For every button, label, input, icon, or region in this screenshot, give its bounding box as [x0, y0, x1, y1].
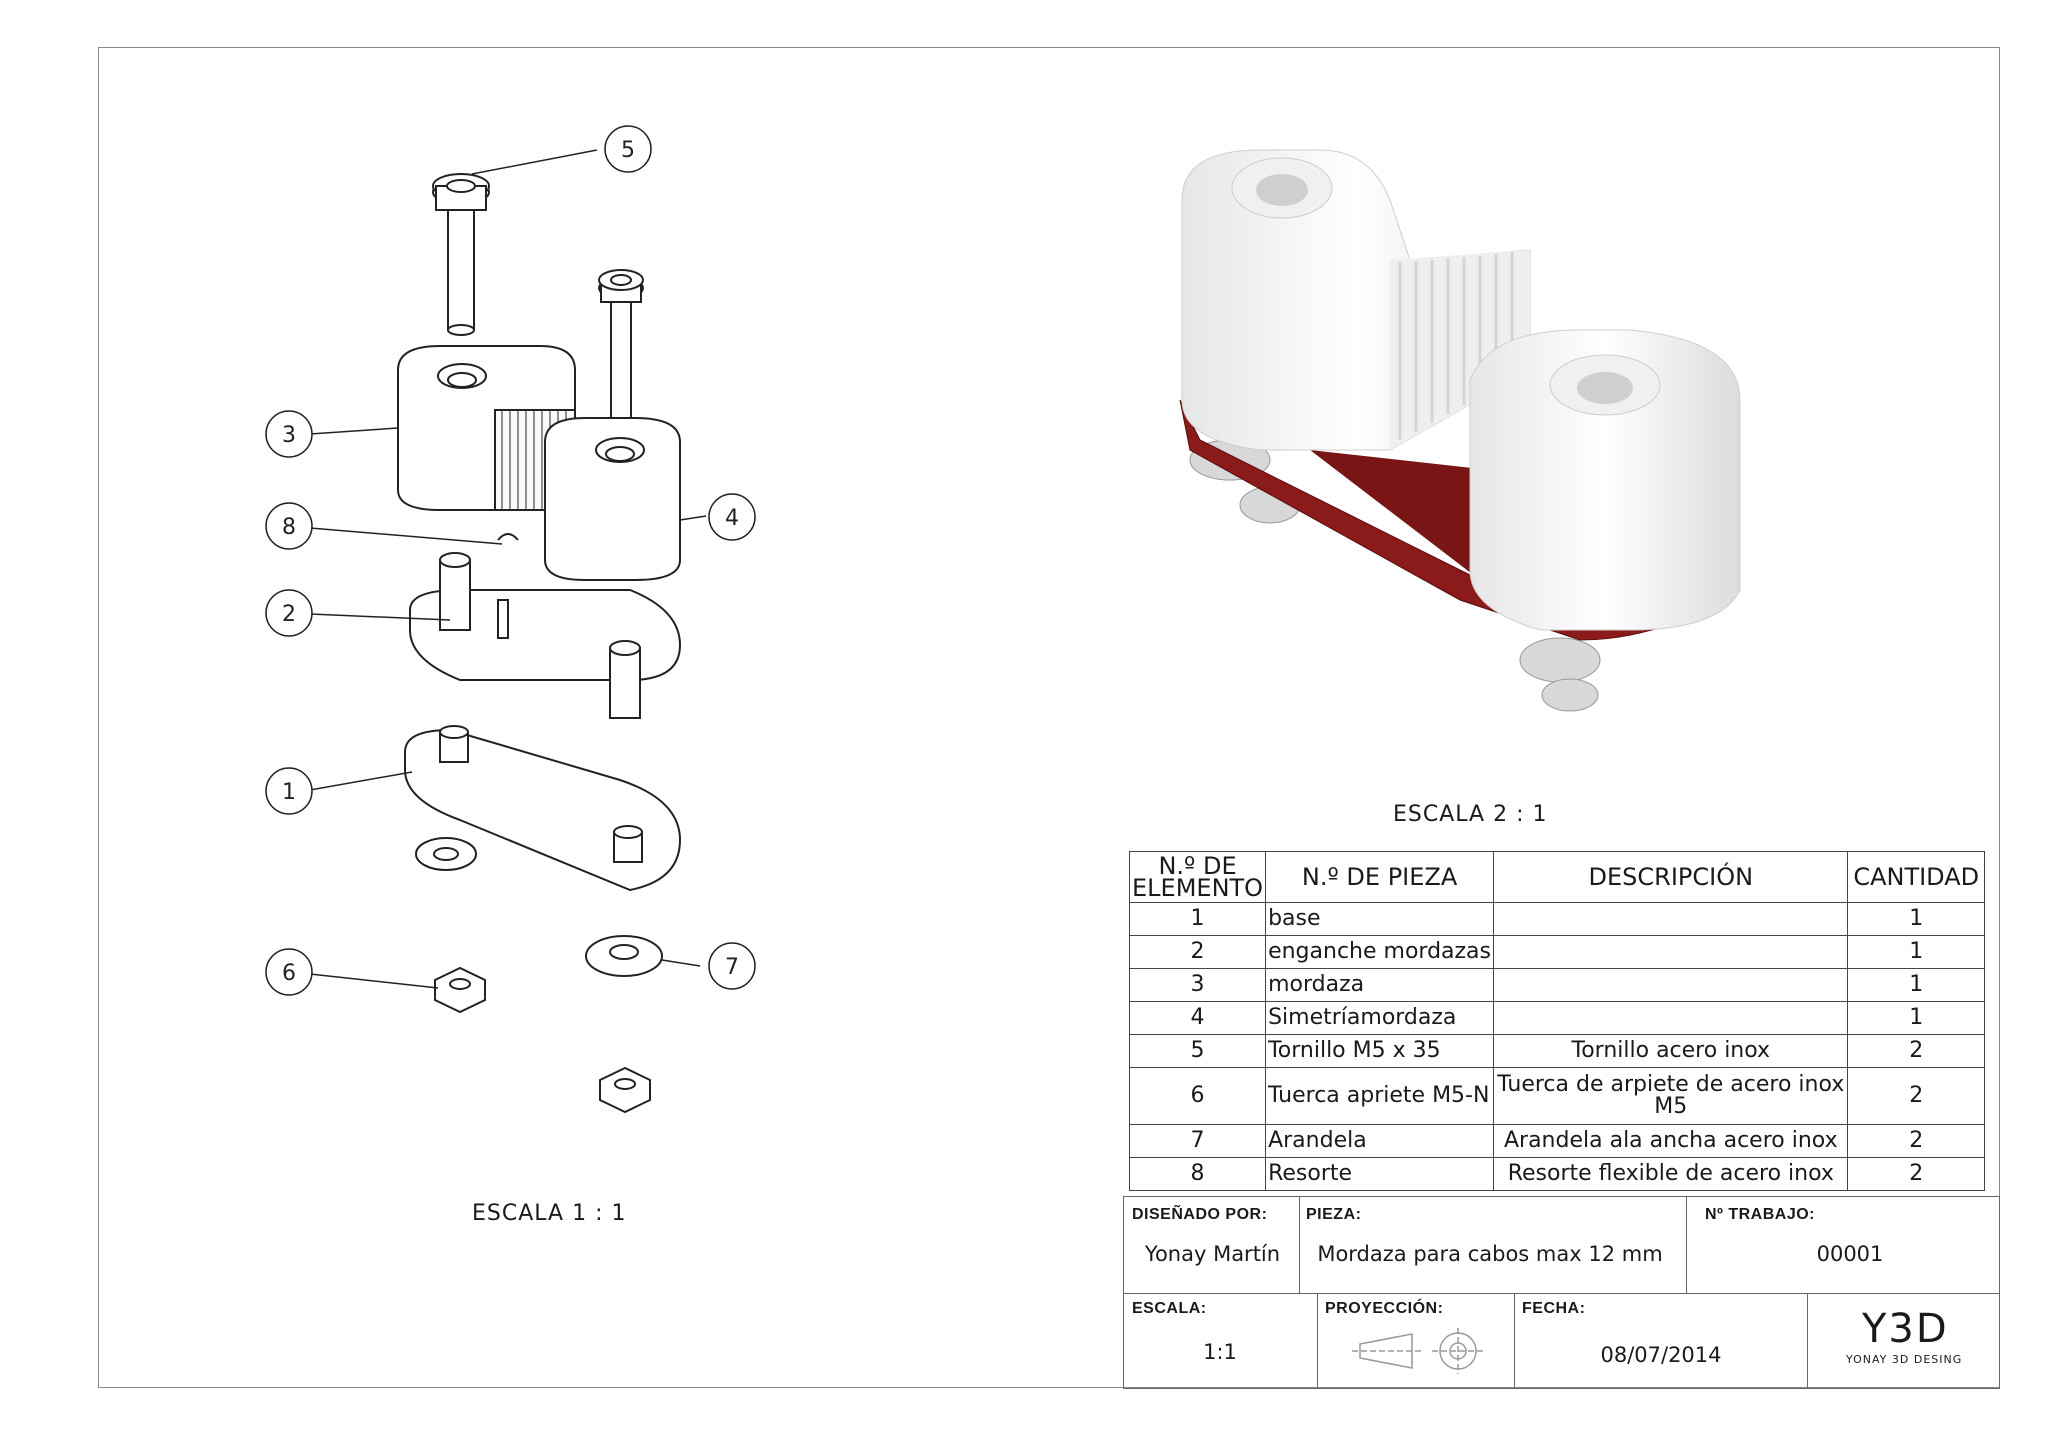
bom-header-part: N.º DE PIEZA [1265, 851, 1495, 903]
exploded-view [309, 149, 707, 1114]
balloon-4-label: 4 [725, 506, 739, 531]
balloon-2 [265, 589, 313, 637]
balloon-8-label: 8 [282, 515, 296, 540]
company-logo: Y3D [1862, 1306, 1949, 1352]
balloon-6 [265, 948, 313, 996]
balloon-6-label: 6 [282, 961, 296, 986]
screw-second-part [598, 269, 644, 453]
scale-label: ESCALA: [1132, 1300, 1207, 1317]
iso-scale-label: ESCALA 2 : 1 [1393, 802, 1548, 827]
part-label: PIEZA: [1306, 1206, 1362, 1223]
exploded-scale-label: ESCALA 1 : 1 [472, 1201, 627, 1226]
washer-7-part [585, 935, 663, 977]
isometric-view [1179, 149, 1741, 712]
bill-of-materials: N.º DE ELEMENTO N.º DE PIEZA DESCRIPCIÓN… [1128, 851, 1985, 1191]
projection-label: PROYECCIÓN: [1325, 1300, 1444, 1317]
job-value: 00001 [1816, 1242, 1884, 1266]
balloon-7-label: 7 [725, 955, 739, 980]
link-2-part [409, 552, 682, 719]
balloon-2-label: 2 [282, 602, 296, 627]
scale-value: 1:1 [1203, 1340, 1237, 1364]
projection-symbol-icon [1352, 1328, 1486, 1374]
designed-by-value: Yonay Martín [1144, 1242, 1281, 1266]
job-label: Nº TRABAJO: [1705, 1206, 1816, 1223]
designed-by-label: DISEÑADO POR: [1132, 1206, 1268, 1223]
base-1-part [404, 725, 682, 892]
bom-header-element: N.º DE ELEMENTO [1128, 851, 1267, 903]
jaw-4-part [544, 417, 681, 581]
balloon-5 [604, 125, 652, 173]
nut-6-part [434, 966, 486, 1014]
balloon-3 [265, 410, 313, 458]
bom-header-description: DESCRIPCIÓN [1493, 851, 1849, 903]
balloon-5-label: 5 [621, 138, 635, 163]
balloon-1-label: 1 [282, 780, 296, 805]
balloon-8 [265, 502, 313, 550]
screw-5-part [432, 173, 490, 336]
drawing-border [98, 47, 2000, 1388]
balloon-3-label: 3 [282, 423, 296, 448]
date-value: 08/07/2014 [1600, 1343, 1722, 1367]
balloon-7 [708, 942, 756, 990]
part-value: Mordaza para cabos max 12 mm [1317, 1242, 1663, 1266]
nut-second-part [599, 1066, 651, 1114]
balloon-4 [708, 493, 756, 541]
bom-header-quantity: CANTIDAD [1847, 851, 1985, 903]
jaw-3-part [397, 345, 576, 511]
balloon-1 [265, 767, 313, 815]
company-logo-subtitle: YONAY 3D DESING [1846, 1353, 1963, 1366]
date-label: FECHA: [1522, 1300, 1586, 1317]
right-jaw [1469, 329, 1741, 631]
